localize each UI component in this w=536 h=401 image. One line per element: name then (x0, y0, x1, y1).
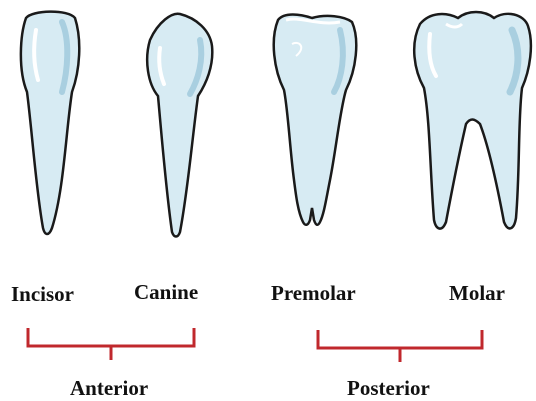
premolar-tooth-icon (274, 15, 357, 225)
group-label-posterior: Posterior (347, 378, 430, 399)
molar-tooth-icon (414, 12, 531, 229)
canine-tooth-icon (147, 14, 212, 237)
tooth-label-canine: Canine (134, 282, 198, 303)
posterior-bracket (318, 330, 482, 362)
anterior-bracket (28, 328, 194, 360)
group-label-anterior: Anterior (70, 378, 148, 399)
tooth-label-incisor: Incisor (11, 284, 74, 305)
tooth-label-premolar: Premolar (271, 283, 356, 304)
tooth-label-molar: Molar (449, 283, 505, 304)
incisor-tooth-icon (21, 12, 79, 234)
